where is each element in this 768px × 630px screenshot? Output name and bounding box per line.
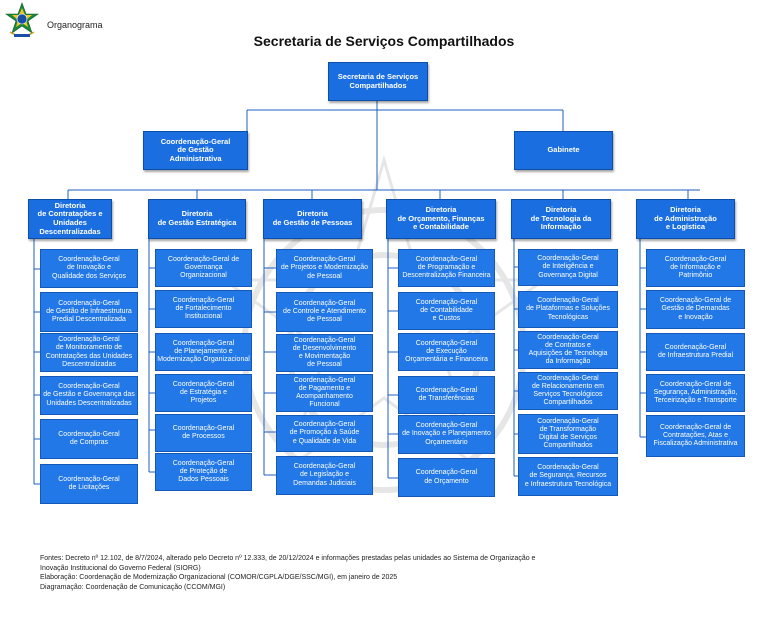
coordination-box: Coordenação-Geral de Planejamento e Mode… xyxy=(155,333,252,371)
coordination-box: Coordenação-Geral de Orçamento xyxy=(398,458,495,497)
coordination-box: Coordenação-Geral de Gestão de Infraestr… xyxy=(40,292,138,332)
coordination-box: Coordenação-Geral de Segurança, Recursos… xyxy=(518,457,618,496)
footer-notes: Fontes: Decreto nº 12.102, de 8/7/2024, … xyxy=(40,554,535,593)
footer-sources-line2: Inovação Institucional do Governo Federa… xyxy=(40,564,201,572)
coordination-box: Coordenação-Geral de Desenvolvimento e M… xyxy=(276,334,373,372)
directorate-box: Diretoria de Orçamento, Finanças e Conta… xyxy=(386,199,496,239)
coordination-box: Coordenação-Geral de Fortalecimento Inst… xyxy=(155,290,252,328)
coordination-box: Coordenação-Geral de Inteligência e Gove… xyxy=(518,249,618,286)
cg-gestao-administrativa-box: Coordenação-Geral de Gestão Administrati… xyxy=(143,131,248,170)
footer-elaboration: Elaboração: Coordenação de Modernização … xyxy=(40,574,398,582)
coordination-box: Coordenação-Geral de Compras xyxy=(40,419,138,459)
coordination-box: Coordenação-Geral de Gestão de Demandas … xyxy=(646,290,745,329)
coordination-box: Coordenação-Geral de Legislação e Demand… xyxy=(276,456,373,495)
footer-layout: Diagramação: Coordenação de Comunicação … xyxy=(40,583,226,591)
coordination-box: Coordenação-Geral de Programação e Desce… xyxy=(398,249,495,287)
coordination-box: Coordenação-Geral de Informação e Patrim… xyxy=(646,249,745,287)
root-box: Secretaria de Serviços Compartilhados xyxy=(328,62,428,101)
coordination-box: Coordenação-Geral de Licitações xyxy=(40,464,138,504)
directorate-box: Diretoria de Contratações e Unidades Des… xyxy=(28,199,112,239)
coordination-box: Coordenação-Geral de Proteção de Dados P… xyxy=(155,453,252,491)
coordination-box: Coordenação-Geral de Inovação e Qualidad… xyxy=(40,249,138,288)
coordination-box: Coordenação-Geral de Controle e Atendime… xyxy=(276,292,373,332)
coordination-box: Coordenação-Geral de Plataformas e Soluç… xyxy=(518,291,618,328)
coordination-box: Coordenação-Geral de Infraestrutura Pred… xyxy=(646,333,745,371)
coordination-box: Coordenação-Geral de Transformação Digit… xyxy=(518,414,618,454)
coordination-box: Coordenação-Geral de Pagamento e Acompan… xyxy=(276,374,373,412)
gabinete-box: Gabinete xyxy=(514,131,613,170)
coat-of-arms-logo xyxy=(5,2,39,37)
coordination-box: Coordenação-Geral de Estratégia e Projet… xyxy=(155,374,252,412)
coordination-box: Coordenação-Geral de Inovação e Planejam… xyxy=(398,415,495,454)
coordination-box: Coordenação-Geral de Transferências xyxy=(398,376,495,414)
coordination-box: Coordenação-Geral de Governança Organiza… xyxy=(155,249,252,287)
directorate-box: Diretoria de Tecnologia da Informação xyxy=(511,199,611,239)
coordination-box: Coordenação-Geral de Contratos e Aquisiç… xyxy=(518,331,618,369)
coordination-box: Coordenação-Geral de Processos xyxy=(155,414,252,452)
page-title: Secretaria de Serviços Compartilhados xyxy=(253,33,515,49)
coordination-box: Coordenação-Geral de Projetos e Moderniz… xyxy=(276,249,373,288)
coordination-box: Coordenação-Geral de Segurança, Administ… xyxy=(646,374,745,412)
coordination-box: Coordenação-Geral de Contratações, Atas … xyxy=(646,415,745,457)
coordination-box: Coordenação-Geral de Relacionamento em S… xyxy=(518,372,618,410)
header-label: Organograma xyxy=(47,20,103,30)
footer-sources-line1: Fontes: Decreto nº 12.102, de 8/7/2024, … xyxy=(40,555,536,562)
directorate-box: Diretoria de Administração e Logística xyxy=(636,199,735,239)
coordination-box: Coordenação-Geral de Monitoramento de Co… xyxy=(40,333,138,372)
directorate-box: Diretoria de Gestão Estratégica xyxy=(148,199,246,239)
coordination-box: Coordenação-Geral de Gestão e Governança… xyxy=(40,376,138,415)
directorate-box: Diretoria de Gestão de Pessoas xyxy=(263,199,362,239)
coordination-box: Coordenação-Geral de Execução Orçamentár… xyxy=(398,333,495,371)
coordination-box: Coordenação-Geral de Promoção à Saúde e … xyxy=(276,415,373,452)
coordination-box: Coordenação-Geral de Contabilidade e Cus… xyxy=(398,292,495,330)
